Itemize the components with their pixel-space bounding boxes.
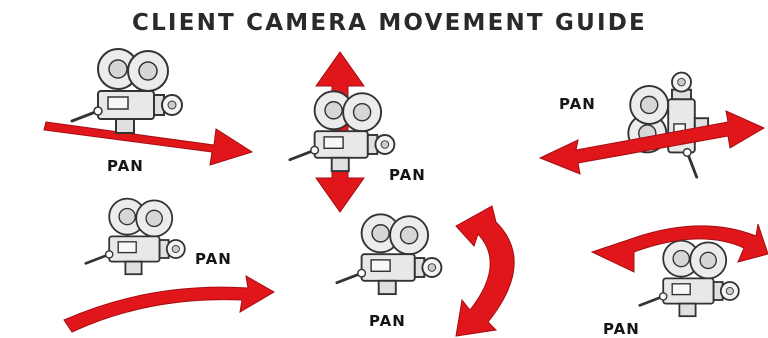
pan-label: PAN bbox=[107, 157, 144, 175]
camera-icon bbox=[70, 47, 184, 135]
camera-icon bbox=[84, 197, 187, 276]
panel-1-arrow bbox=[43, 121, 254, 166]
panel-4-arrow bbox=[63, 275, 275, 333]
camera-icon bbox=[335, 212, 443, 296]
pan-label: PAN bbox=[603, 320, 640, 338]
panel-6-arrow bbox=[590, 223, 768, 273]
pan-label: PAN bbox=[559, 95, 596, 113]
panel-3-arrow bbox=[538, 110, 766, 175]
camera-icon bbox=[288, 89, 396, 173]
pan-label: PAN bbox=[195, 250, 232, 268]
pan-label: PAN bbox=[369, 312, 406, 330]
page-title: CLIENT CAMERA MOVEMENT GUIDE bbox=[132, 10, 647, 36]
panel-5-arrow bbox=[455, 205, 515, 337]
camera-icon bbox=[626, 71, 710, 179]
camera-icon bbox=[638, 239, 741, 318]
pan-label: PAN bbox=[389, 166, 426, 184]
